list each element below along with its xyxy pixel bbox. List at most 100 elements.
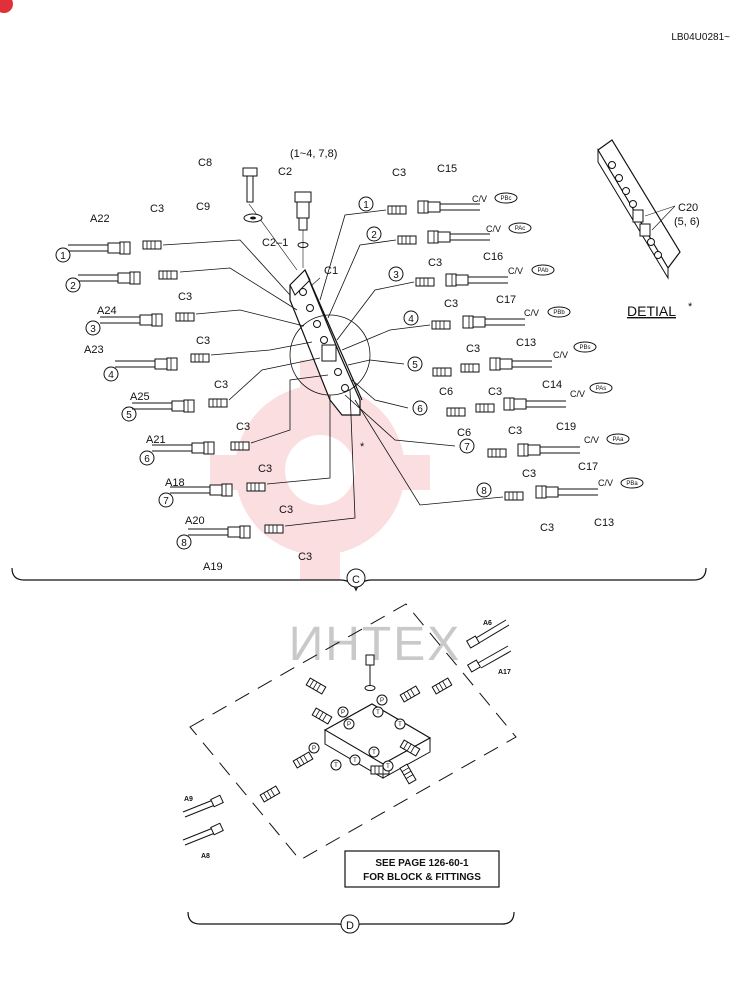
- port-t: T: [353, 758, 357, 764]
- circled-number-5: 5: [412, 360, 418, 371]
- circled-number-4: 4: [108, 370, 114, 381]
- port-t: T: [398, 722, 402, 728]
- section-d: P P P T T P T T T T A6 A17: [182, 603, 517, 934]
- label-a6: A6: [483, 620, 492, 627]
- label-c3: C3: [466, 343, 480, 355]
- note-line-2: FOR BLOCK & FITTINGS: [363, 872, 481, 883]
- label-c17: C17: [496, 294, 516, 306]
- label-c3: C3: [150, 203, 164, 215]
- circled-number-7: 7: [163, 496, 169, 507]
- cv-label: C/V: [486, 224, 501, 234]
- label-c9: C9: [196, 201, 210, 213]
- label-a8: A8: [201, 853, 210, 860]
- cv-label: C/V: [584, 435, 599, 445]
- port-p: P: [380, 698, 384, 704]
- label-a20: A20: [185, 515, 205, 527]
- circled-number-1: 1: [60, 251, 66, 262]
- circled-number-5: 5: [126, 410, 132, 421]
- label-a24: A24: [97, 305, 117, 317]
- cv-label: C/V: [472, 194, 487, 204]
- hose-a9-a8: A9 A8: [182, 794, 224, 860]
- label-c3: C3: [392, 167, 406, 179]
- section-d-label: D: [346, 920, 354, 932]
- circled-number-7: 7: [464, 442, 470, 453]
- circled-number-2: 2: [371, 230, 377, 241]
- label-c15: C15: [437, 163, 457, 175]
- label-c2-1: C2–1: [262, 237, 288, 249]
- port-pbb: PBb: [553, 310, 565, 316]
- label-c2-note: (1~4, 7,8): [290, 148, 337, 160]
- port-t: T: [334, 763, 338, 769]
- circled-number-2: 2: [70, 281, 76, 292]
- corner-marker-icon: [0, 0, 13, 13]
- label-c3: C3: [444, 298, 458, 310]
- note-line-1: SEE PAGE 126-60-1: [375, 858, 469, 869]
- watermark: [210, 360, 430, 580]
- circled-number-4: 4: [408, 314, 414, 325]
- port-paa: PAa: [613, 437, 625, 443]
- label-c20: C20: [678, 202, 698, 214]
- label-c8: C8: [198, 157, 212, 169]
- label-c3: C3: [428, 257, 442, 269]
- label-a19: A19: [203, 561, 223, 573]
- label-c16: C16: [483, 251, 503, 263]
- port-pab: PAb: [538, 268, 550, 274]
- label-c3: C3: [178, 291, 192, 303]
- port-p: P: [341, 710, 345, 716]
- label-c3: C3: [488, 386, 502, 398]
- section-c: C8 C9 C2 (1~4, 7,8) C2–1 C1 1 A22 C3 2 A…: [11, 139, 707, 592]
- label-a9: A9: [184, 796, 193, 803]
- label-c3: C3: [214, 379, 228, 391]
- circled-number-1: 1: [363, 200, 369, 211]
- watermark-text: ИНТЕХ: [289, 618, 462, 671]
- cv-label: C/V: [508, 266, 523, 276]
- detail-title: DETIAL: [627, 303, 676, 319]
- port-pba: PBa: [626, 481, 638, 487]
- fitting-c2: [294, 191, 312, 268]
- circled-number-3: 3: [393, 270, 399, 281]
- label-c3: C3: [279, 504, 293, 516]
- label-a23: A23: [84, 344, 104, 356]
- port-p: P: [347, 722, 351, 728]
- circled-number-6: 6: [144, 454, 150, 465]
- label-c3: C3: [522, 468, 536, 480]
- port-t: T: [386, 764, 390, 770]
- label-c3: C3: [258, 463, 272, 475]
- label-c2: C2: [278, 166, 292, 178]
- port-t: T: [376, 710, 380, 716]
- label-c3: C3: [508, 425, 522, 437]
- label-a25: A25: [130, 391, 150, 403]
- label-a17: A17: [498, 669, 511, 676]
- label-c6: C6: [457, 427, 471, 439]
- label-c14: C14: [542, 379, 562, 391]
- label-c3: C3: [236, 421, 250, 433]
- port-p: P: [312, 746, 316, 752]
- label-a21: A21: [146, 434, 166, 446]
- washer-c9: [243, 213, 263, 223]
- port-badges: P P P T T P T T T T: [308, 694, 406, 772]
- label-c1: C1: [324, 265, 338, 277]
- see-page-note: SEE PAGE 126-60-1 FOR BLOCK & FITTINGS: [344, 850, 500, 888]
- section-d-frame: [189, 603, 517, 861]
- circled-number-8: 8: [481, 486, 487, 497]
- label-c17: C17: [578, 461, 598, 473]
- label-c20-note: (5, 6): [674, 216, 700, 228]
- section-c-label: C: [352, 574, 360, 586]
- left-rows: 1 A22 C3 2 A24 C3 3 A23 C3 4: [55, 203, 356, 573]
- label-c13: C13: [594, 517, 614, 529]
- detail-view: C20 (5, 6) DETIAL *: [597, 139, 700, 319]
- document-code: LB04U0281~: [671, 32, 730, 43]
- port-t: T: [372, 750, 376, 756]
- label-c19: C19: [556, 421, 576, 433]
- port-pac: PAc: [515, 226, 526, 232]
- section-c-brace: [11, 567, 707, 592]
- cv-label: C/V: [570, 389, 585, 399]
- circled-number-3: 3: [90, 324, 96, 335]
- label-a18: A18: [165, 477, 185, 489]
- hose-a6-a17: A6 A17: [465, 619, 512, 676]
- label-c3: C3: [540, 522, 554, 534]
- cv-label: C/V: [553, 350, 568, 360]
- label-c13: C13: [516, 337, 536, 349]
